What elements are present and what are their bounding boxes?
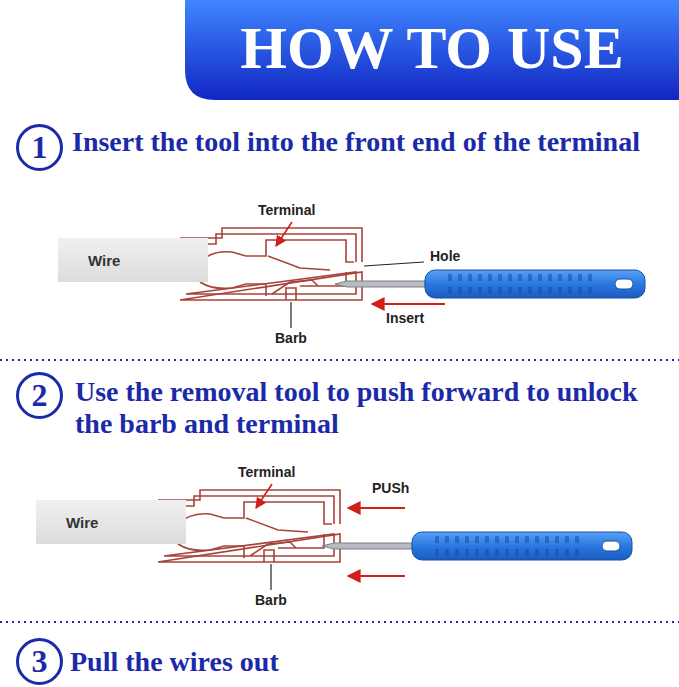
leader-line bbox=[276, 222, 292, 246]
removal-tool bbox=[335, 270, 645, 298]
action-label: Insert bbox=[386, 310, 424, 326]
wire-block: Wire bbox=[58, 238, 208, 282]
action-label: PUSh bbox=[372, 480, 409, 496]
title-text: HOW TO USE bbox=[240, 15, 624, 81]
step-number: 1 bbox=[16, 124, 63, 171]
step-instruction: Pull the wires out bbox=[70, 646, 670, 678]
step-instruction: Insert the tool into the front end of th… bbox=[72, 126, 672, 158]
callout-number: 3 bbox=[32, 643, 48, 680]
wire-label: Wire bbox=[66, 514, 98, 531]
step-instruction: Use the removal tool to push forward to … bbox=[75, 376, 671, 440]
header-tab bbox=[185, 0, 679, 100]
wire-label: Wire bbox=[88, 252, 120, 269]
push-arrow bbox=[372, 303, 445, 305]
separator bbox=[0, 621, 679, 623]
leader-line bbox=[270, 564, 271, 590]
part-name: Terminal bbox=[258, 202, 315, 218]
part-name: Barb bbox=[275, 330, 307, 346]
callout-number: 2 bbox=[32, 377, 48, 414]
page-title: HOW TO USE bbox=[185, 14, 679, 83]
part-name: Terminal bbox=[238, 464, 295, 480]
leader-line bbox=[364, 262, 424, 266]
push-arrow bbox=[348, 575, 405, 577]
leader-line bbox=[290, 302, 291, 328]
part-name: Hole bbox=[430, 248, 460, 264]
wire-block: Wire bbox=[36, 500, 186, 544]
separator bbox=[0, 359, 679, 361]
leader-line bbox=[256, 484, 272, 508]
push-arrow bbox=[348, 507, 405, 509]
callout-number: 1 bbox=[32, 129, 48, 166]
step-number: 2 bbox=[16, 372, 63, 419]
removal-tool bbox=[322, 532, 632, 560]
part-name: Barb bbox=[255, 592, 287, 608]
step-number: 3 bbox=[16, 638, 63, 685]
